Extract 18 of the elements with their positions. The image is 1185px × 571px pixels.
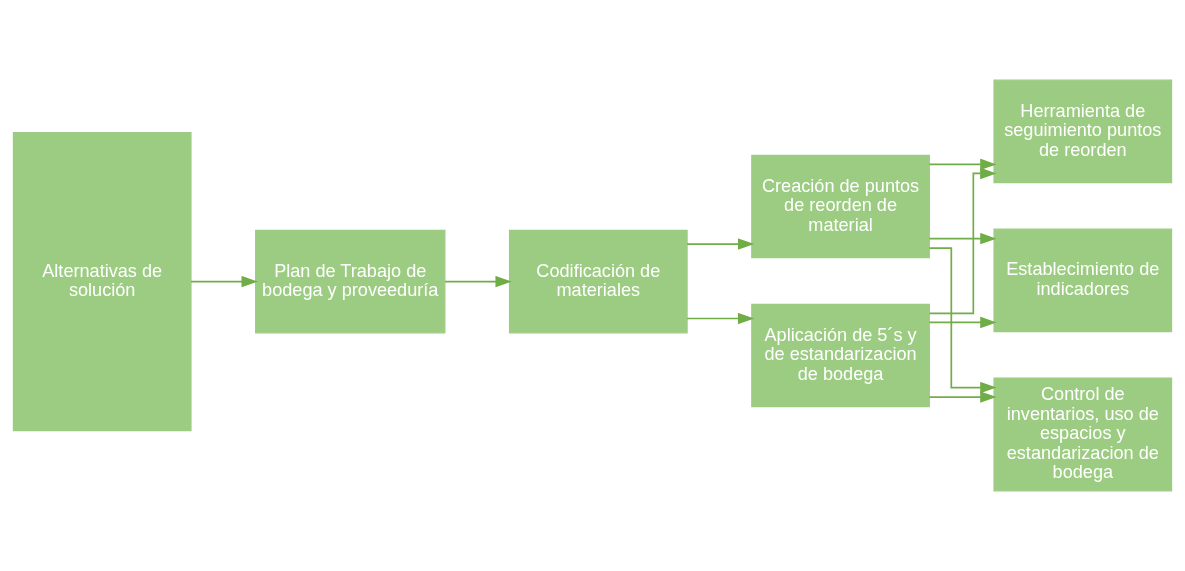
arrow <box>928 232 997 245</box>
arrow <box>928 247 997 394</box>
node-box: Codificación de materiales <box>508 229 688 334</box>
arrow <box>928 167 997 315</box>
arrow <box>928 391 997 403</box>
arrow <box>686 238 755 250</box>
arrow <box>190 275 258 288</box>
arrow <box>928 316 997 329</box>
node-box: Control de inventarios, uso de espacios y estandarizacion de bodega <box>993 377 1173 492</box>
node-box: Herramienta de seguimiento puntos de reorden <box>993 79 1173 184</box>
node-box: Alternativas de solución <box>12 132 192 432</box>
arrow <box>686 312 755 325</box>
node-box: Creación de puntos de reorden de material <box>751 154 930 259</box>
arrow <box>444 275 512 288</box>
node-box: Plan de Trabajo de bodega y proveeduría <box>255 229 446 334</box>
node-box: Establecimiento de indicadores <box>993 228 1173 333</box>
node-box: Aplicación de 5´s y de estandarizacion de bodega <box>751 303 930 408</box>
arrow <box>928 158 997 171</box>
